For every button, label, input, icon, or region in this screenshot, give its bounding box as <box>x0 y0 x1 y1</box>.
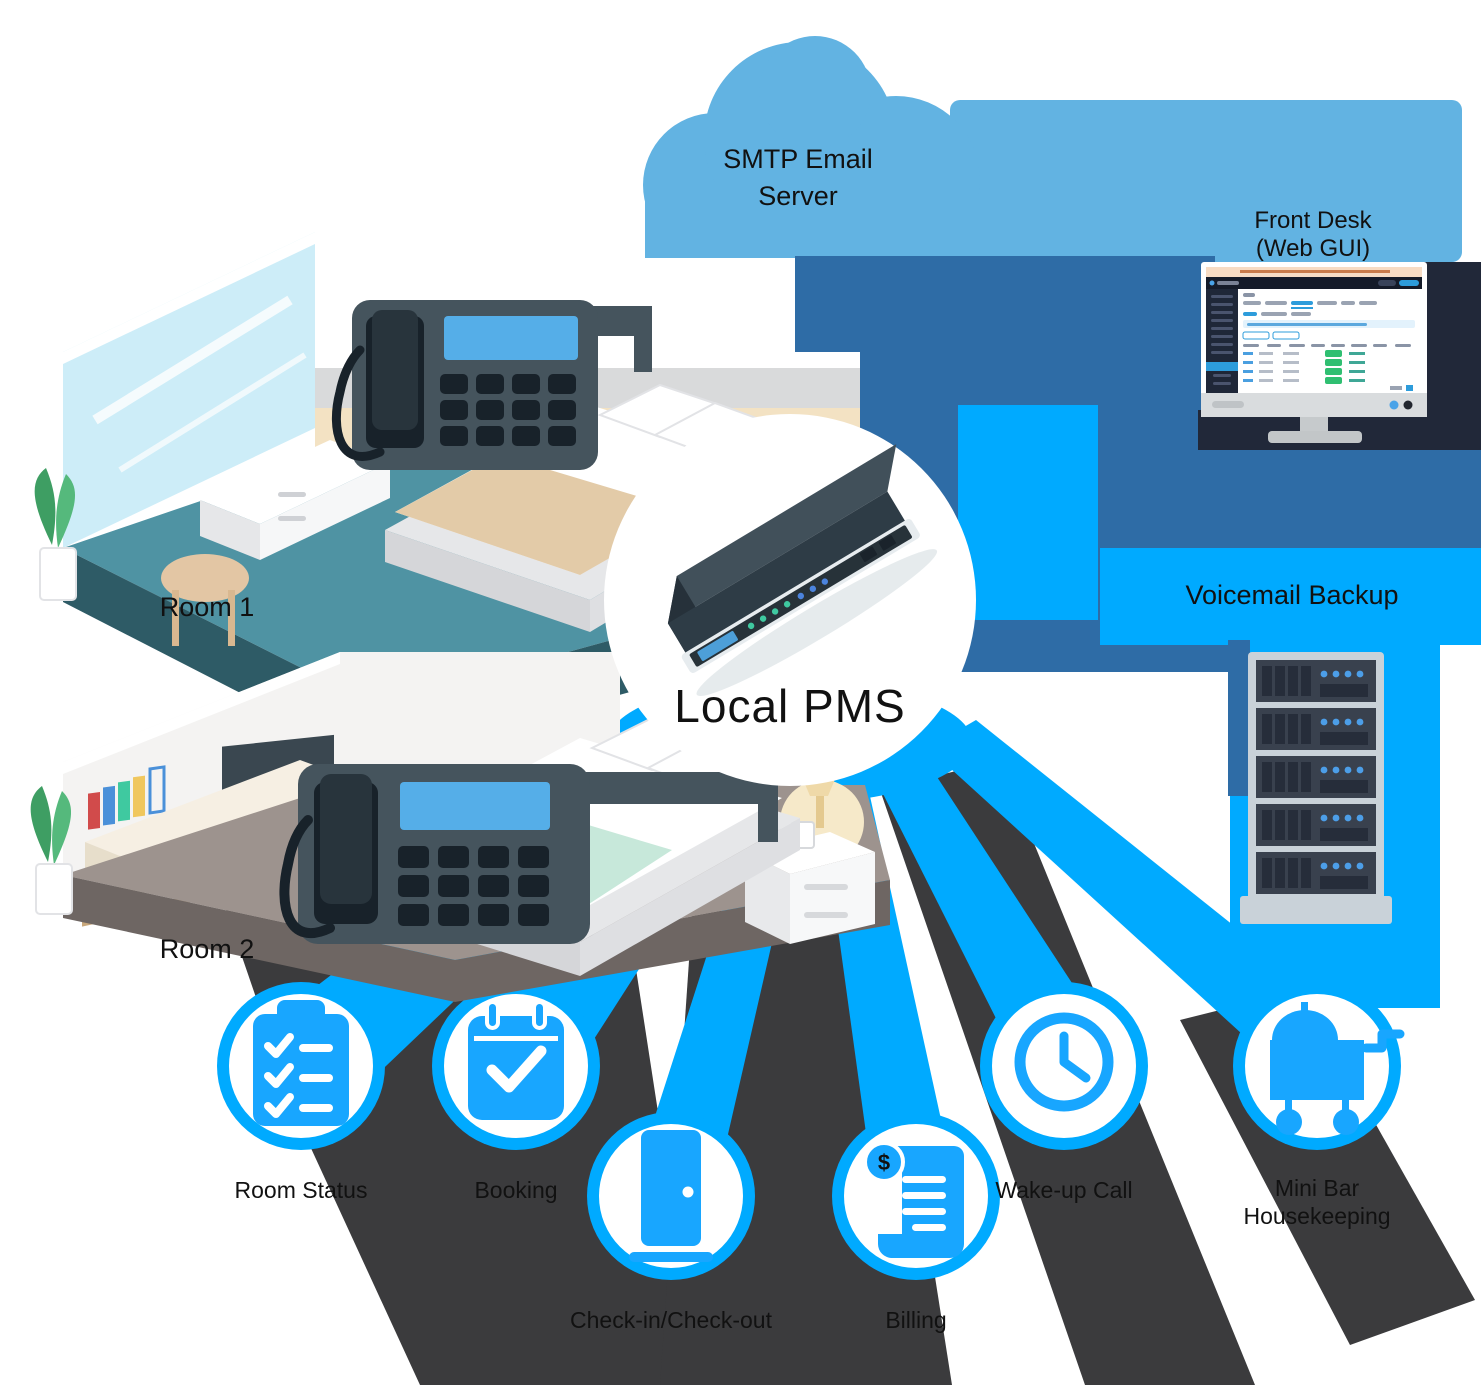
monitor-power-led <box>1389 400 1399 410</box>
rack-units <box>1256 660 1376 894</box>
svg-text:$: $ <box>878 1150 890 1175</box>
labels: SMTP Email Server Front Desk (Web GUI) V… <box>160 144 1399 1333</box>
room2-plant <box>30 786 73 915</box>
room-status-label: Room Status <box>235 1177 368 1203</box>
minibar-label-line2: Housekeeping <box>1243 1203 1390 1229</box>
voicemail-rack <box>1240 652 1392 924</box>
room1-phone-icon <box>331 300 652 470</box>
room2-phone-icon <box>279 764 778 944</box>
minibar-label-line1: Mini Bar <box>1275 1175 1360 1201</box>
booking-label: Booking <box>474 1177 557 1203</box>
room-status-node <box>229 994 373 1138</box>
door-icon <box>629 1130 713 1262</box>
room1-stool <box>161 554 249 646</box>
bill-receipt-icon: $ <box>863 1141 964 1258</box>
front-desk-label-line2: (Web GUI) <box>1256 235 1370 262</box>
room1-dresser <box>200 440 390 560</box>
smtp-label-line2: Server <box>758 181 838 211</box>
wake-up-call-label: Wake-up Call <box>995 1177 1132 1203</box>
pbx-device-icon <box>667 444 938 696</box>
local-pms-label: Local PMS <box>674 680 905 732</box>
billing-label: Billing <box>885 1307 946 1333</box>
minibar-housekeeping-node <box>1245 994 1405 1138</box>
front-desk-label-line1: Front Desk <box>1254 207 1372 234</box>
service-cart-icon <box>1270 1002 1405 1135</box>
billing-node: $ <box>844 1124 988 1268</box>
calendar-check-icon <box>468 1000 564 1120</box>
booking-node <box>444 994 588 1138</box>
clipboard-checklist-icon <box>253 1000 349 1126</box>
wake-up-call-node <box>992 994 1136 1138</box>
check-in-out-label: Check-in/Check-out <box>570 1307 773 1333</box>
monitor-screen <box>1206 267 1422 393</box>
front-desk-monitor <box>1201 262 1427 443</box>
voicemail-backup-label: Voicemail Backup <box>1185 580 1398 610</box>
clock-icon <box>1014 1012 1114 1112</box>
smtp-cloud <box>643 36 1462 264</box>
room2-label: Room 2 <box>160 934 255 964</box>
check-in-out-node <box>599 1124 743 1268</box>
smtp-label-line1: SMTP Email <box>723 144 873 174</box>
room1-plant <box>34 468 77 601</box>
room2-illustration <box>30 652 890 1002</box>
room1-label: Room 1 <box>160 592 255 622</box>
local-pms-node: Local PMS <box>604 414 976 786</box>
feature-icons: $ <box>229 994 1405 1268</box>
